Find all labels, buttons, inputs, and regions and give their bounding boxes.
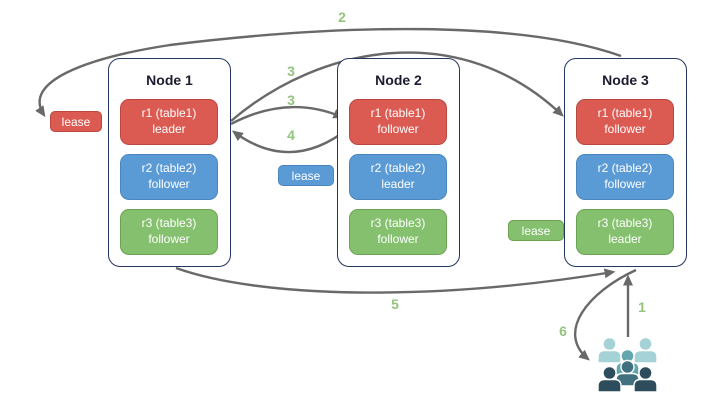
- replica-role: follower: [604, 122, 646, 136]
- arrow-step-2: [35, 27, 622, 118]
- node-2: Node 2 r1 (table1) follower r2 (table2) …: [337, 58, 460, 267]
- lease-badge-red: lease: [50, 111, 102, 132]
- node-1-replica-r3: r3 (table3) follower: [120, 209, 218, 255]
- step-label-3-lower: 3: [287, 92, 295, 108]
- node-3-replica-r2: r2 (table2) follower: [576, 154, 674, 200]
- arrow-step-3-to-node2: [230, 105, 345, 126]
- node-2-title: Node 2: [375, 72, 422, 88]
- step-label-3-upper: 3: [287, 63, 295, 79]
- replica-name: r2 (table2): [141, 161, 197, 176]
- replica-name: r3 (table3): [597, 216, 653, 231]
- step-label-1: 1: [638, 299, 646, 315]
- replica-name: r1 (table1): [597, 106, 653, 121]
- replica-role: follower: [604, 177, 646, 191]
- replica-role: leader: [152, 122, 186, 136]
- replica-name: r2 (table2): [370, 161, 426, 176]
- lease-badge-blue: lease: [278, 165, 334, 186]
- node-2-replica-r1: r1 (table1) follower: [349, 99, 447, 145]
- node-3-replica-r3: r3 (table3) leader: [576, 209, 674, 255]
- arrow-step-3-to-node3: [230, 51, 564, 122]
- step-label-2: 2: [338, 9, 346, 25]
- arrow-step-6: [574, 268, 637, 361]
- node-1: Node 1 r1 (table1) leader r2 (table2) fo…: [108, 58, 231, 267]
- arrow-step-5: [175, 266, 616, 294]
- step-label-5: 5: [391, 296, 399, 312]
- replica-name: r1 (table1): [141, 106, 197, 121]
- step-label-6: 6: [559, 323, 567, 339]
- replica-name: r1 (table1): [370, 106, 426, 121]
- replica-role: follower: [377, 232, 419, 246]
- replica-name: r3 (table3): [370, 216, 426, 231]
- node-3-replica-r1: r1 (table1) follower: [576, 99, 674, 145]
- replica-name: r3 (table3): [141, 216, 197, 231]
- node-2-replica-r3: r3 (table3) follower: [349, 209, 447, 255]
- lease-badge-green: lease: [508, 220, 564, 241]
- replica-role: leader: [381, 177, 415, 191]
- node-3: Node 3 r1 (table1) follower r2 (table2) …: [564, 58, 687, 267]
- replica-role: follower: [148, 177, 190, 191]
- node-3-title: Node 3: [602, 72, 649, 88]
- replica-name: r2 (table2): [597, 161, 653, 176]
- users-icon: [597, 336, 658, 393]
- node-1-replica-r1: r1 (table1) leader: [120, 99, 218, 145]
- user-figure-back-right: [633, 336, 658, 364]
- replica-role: leader: [608, 232, 642, 246]
- replica-role: follower: [148, 232, 190, 246]
- node-1-replica-r2: r2 (table2) follower: [120, 154, 218, 200]
- step-label-4: 4: [287, 127, 295, 143]
- node-2-replica-r2: r2 (table2) leader: [349, 154, 447, 200]
- arrow-step-4: [231, 127, 350, 154]
- user-figure-back-left: [597, 336, 622, 364]
- node-1-title: Node 1: [146, 72, 193, 88]
- replica-role: follower: [377, 122, 419, 136]
